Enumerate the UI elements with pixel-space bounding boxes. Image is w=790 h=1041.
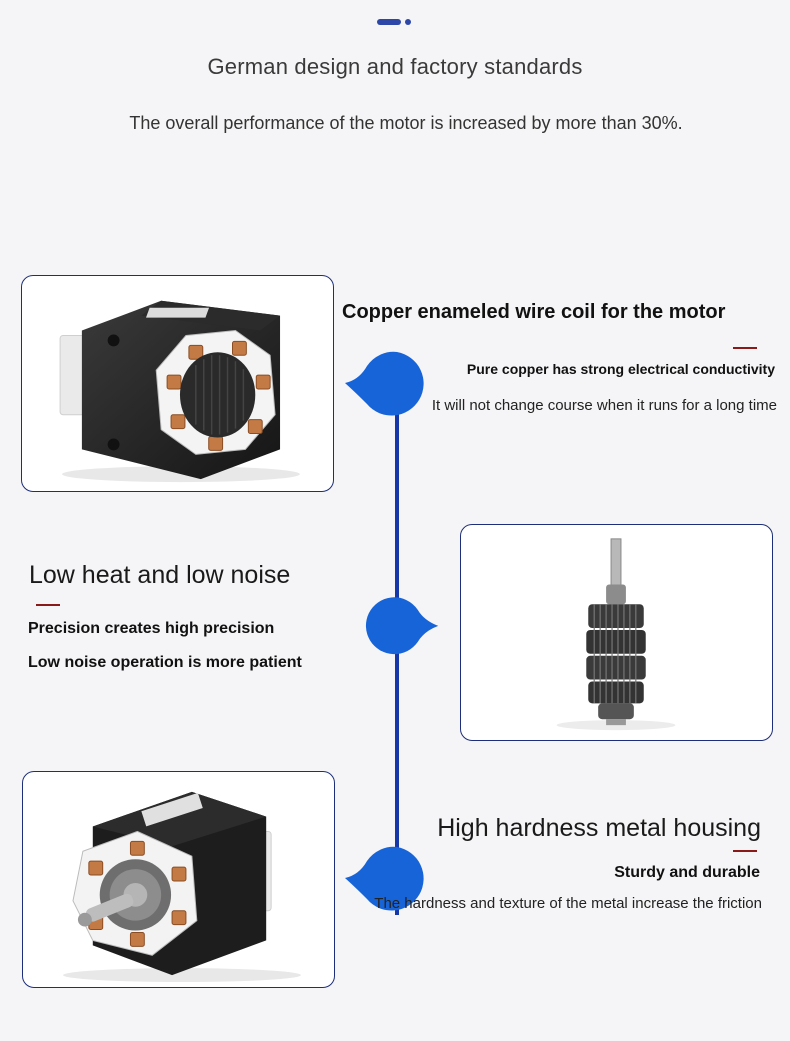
motor-stator-image [21, 275, 334, 492]
red-accent-dash [36, 604, 60, 606]
feature-line: The hardness and texture of the metal in… [374, 895, 762, 912]
page-title: German design and factory standards [207, 54, 583, 79]
red-accent-dash [733, 347, 757, 349]
feature-line: Precision creates high precision [28, 620, 275, 637]
feature-line: Low noise operation is more patient [28, 654, 302, 671]
speech-bubble-marker [345, 348, 425, 418]
feature-title-copper: Copper enameled wire coil for the motor [342, 301, 726, 323]
timeline-line [395, 400, 399, 915]
speech-bubble-marker [360, 590, 440, 660]
feature-title-low-heat: Low heat and low noise [29, 561, 291, 589]
feature-line: It will not change course when it runs f… [431, 397, 777, 414]
feature-line: Pure copper has strong electrical conduc… [466, 361, 775, 377]
feature-title-housing: High hardness metal housing [437, 814, 761, 842]
accent-dot [405, 19, 411, 25]
speech-bubble-marker [345, 843, 425, 913]
motor-housing-image [22, 771, 335, 988]
accent-dash [377, 19, 401, 25]
rotor-gear-image [460, 524, 773, 741]
feature-line: Sturdy and durable [614, 864, 760, 881]
red-accent-dash [733, 850, 757, 852]
page-subtitle: The overall performance of the motor is … [129, 113, 683, 133]
